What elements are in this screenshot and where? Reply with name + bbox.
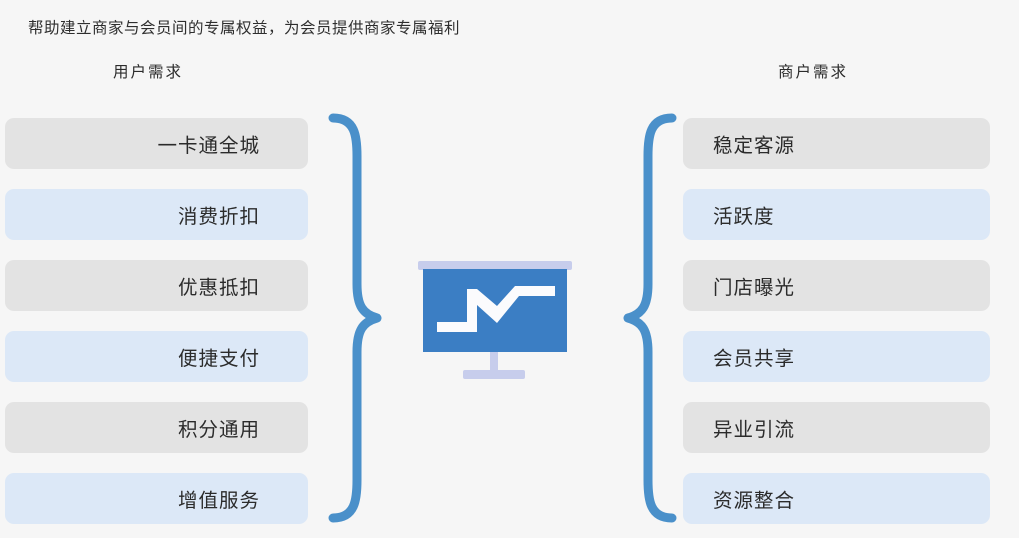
list-item[interactable]: 会员共享 (683, 331, 990, 382)
list-item[interactable]: 消费折扣 (5, 189, 308, 240)
list-item-label: 增值服务 (177, 490, 260, 512)
user-needs-list: 一卡通全城 消费折扣 优惠抵扣 便捷支付 积分通用 增值服务 (5, 118, 308, 524)
list-item-label: 稳定客源 (713, 135, 796, 157)
list-item[interactable]: 活跃度 (683, 189, 990, 240)
list-item[interactable]: 资源整合 (683, 473, 990, 524)
list-item-label: 异业引流 (713, 419, 796, 441)
list-item[interactable]: 一卡通全城 (5, 118, 308, 169)
list-item-label: 会员共享 (713, 348, 796, 370)
list-item[interactable]: 增值服务 (5, 473, 308, 524)
merchant-needs-list: 稳定客源 活跃度 门店曝光 会员共享 异业引流 资源整合 (683, 118, 990, 524)
page-title: 帮助建立商家与会员间的专属权益，为会员提供商家专属福利 (28, 20, 461, 37)
left-brace-icon (325, 112, 400, 524)
list-item-label: 活跃度 (713, 206, 775, 228)
list-item-label: 门店曝光 (713, 277, 796, 299)
list-item[interactable]: 便捷支付 (5, 331, 308, 382)
presentation-chart-icon (415, 258, 575, 386)
list-item-label: 消费折扣 (177, 206, 260, 228)
list-item-label: 优惠抵扣 (177, 277, 260, 299)
list-item-label: 便捷支付 (177, 348, 260, 370)
list-item-label: 资源整合 (713, 490, 796, 512)
list-item[interactable]: 门店曝光 (683, 260, 990, 311)
list-item[interactable]: 异业引流 (683, 402, 990, 453)
list-item-label: 一卡通全城 (157, 135, 260, 157)
right-brace-icon (605, 112, 680, 524)
list-item[interactable]: 积分通用 (5, 402, 308, 453)
left-column-heading: 用户需求 (113, 64, 184, 81)
list-item-label: 积分通用 (177, 419, 260, 441)
list-item[interactable]: 稳定客源 (683, 118, 990, 169)
list-item[interactable]: 优惠抵扣 (5, 260, 308, 311)
right-column-heading: 商户需求 (778, 64, 849, 81)
